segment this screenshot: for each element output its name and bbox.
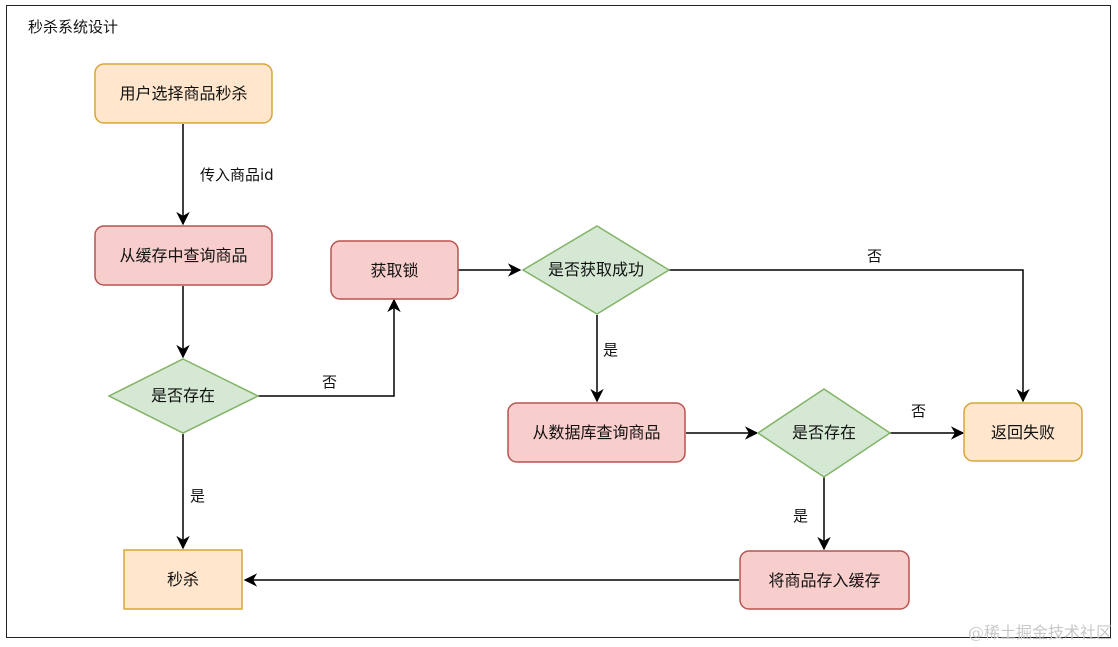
node-seckill: 秒杀 [123,549,243,610]
label-pass-id: 传入商品id [200,166,274,184]
node-start: 用户选择商品秒杀 [94,63,273,124]
node-start-label: 用户选择商品秒杀 [119,84,247,103]
node-query-db: 从数据库查询商品 [507,402,686,463]
label-exists2-no: 否 [911,402,926,420]
edge-labels: 传入商品id 否 是 否 是 否 是 [190,166,926,525]
node-exists2-label: 是否存在 [792,423,856,442]
diagram-title: 秒杀系统设计 [28,18,119,36]
node-exists1-label: 是否存在 [151,386,215,405]
label-exists1-yes: 是 [190,487,205,505]
watermark: @稀土掘金技术社区 [967,623,1112,642]
label-lock-no: 否 [867,247,882,265]
node-exists2: 是否存在 [756,388,892,478]
edge-lock-ok-no-to-fail [669,269,1030,403]
node-fail-label: 返回失败 [991,423,1055,442]
label-exists2-yes: 是 [793,507,808,525]
node-lock: 获取锁 [330,240,459,300]
node-query-db-label: 从数据库查询商品 [532,423,660,442]
node-query-cache: 从缓存中查询商品 [94,225,273,286]
edges [176,124,1030,587]
node-fail: 返回失败 [963,402,1083,462]
node-exists1: 是否存在 [107,358,260,434]
edge-exists1-no-to-lock [258,298,401,397]
label-exists1-no: 否 [322,373,337,391]
node-lock-ok-label: 是否获取成功 [548,260,644,279]
node-seckill-label: 秒杀 [167,570,199,589]
node-lock-label: 获取锁 [370,261,418,280]
diagram-frame [6,5,1111,638]
label-lock-yes: 是 [603,341,618,359]
node-query-cache-label: 从缓存中查询商品 [119,246,247,265]
node-store-cache-label: 将商品存入缓存 [768,571,880,590]
node-lock-ok: 是否获取成功 [521,225,671,315]
node-store-cache: 将商品存入缓存 [739,550,910,610]
